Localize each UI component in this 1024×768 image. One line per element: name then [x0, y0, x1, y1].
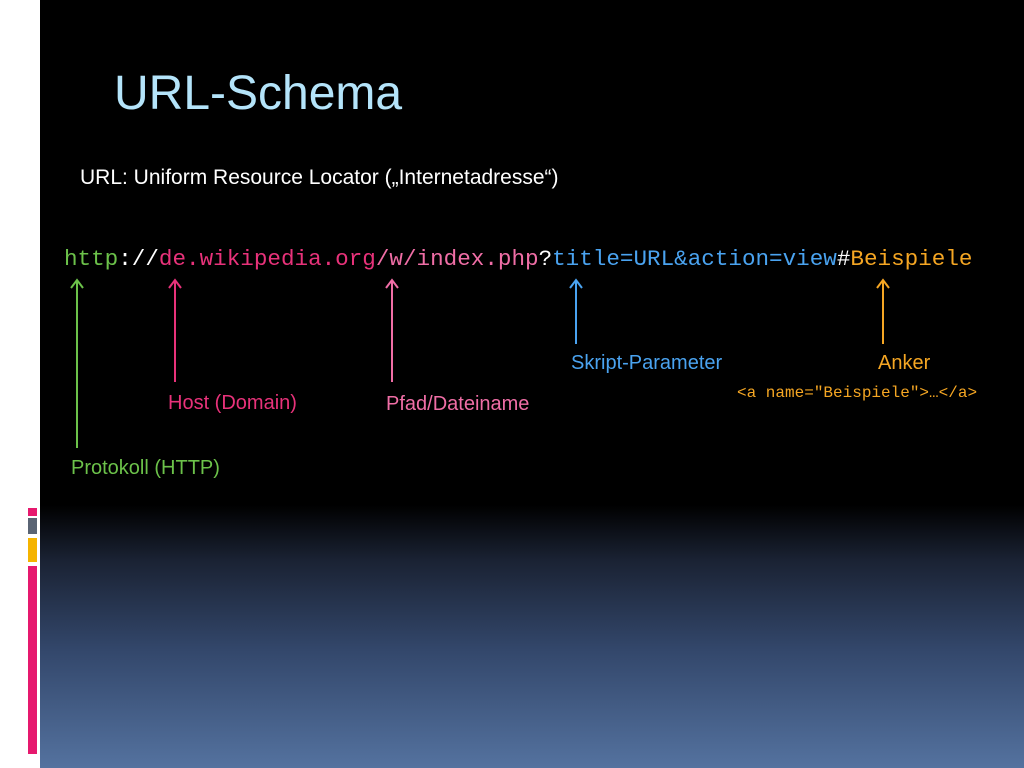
label-protocol: Protokoll (HTTP)	[71, 457, 220, 479]
label-anchor: Anker	[878, 352, 931, 374]
slide-subtitle: URL: Uniform Resource Locator („Internet…	[80, 166, 559, 189]
label-host: Host (Domain)	[168, 392, 297, 414]
accent-bar-pink-small	[28, 508, 37, 516]
arrow-path-icon	[385, 278, 399, 382]
arrow-protocol-icon	[70, 278, 84, 448]
accent-bar-yellow	[28, 538, 37, 562]
example-url: http://de.wikipedia.org/w/index.php?titl…	[64, 246, 972, 272]
accent-bar-gray	[28, 518, 37, 534]
url-separator-fragment: #	[836, 246, 851, 272]
url-path: /w/index.php	[375, 246, 539, 272]
arrow-params-icon	[569, 278, 583, 344]
url-separator-query: ?	[538, 246, 553, 272]
arrow-host-icon	[168, 278, 182, 382]
label-path: Pfad/Dateiname	[386, 393, 530, 415]
label-params: Skript-Parameter	[571, 352, 723, 374]
url-host: de.wikipedia.org	[158, 246, 376, 272]
arrow-anchor-icon	[876, 278, 890, 344]
url-protocol: http	[64, 246, 119, 272]
url-anchor: Beispiele	[850, 246, 973, 272]
url-params: title=URL&action=view	[552, 246, 837, 272]
slide-title: URL-Schema	[114, 67, 403, 120]
url-separator-scheme: ://	[118, 246, 159, 272]
anchor-html-code: <a name="Beispiele">…</a>	[737, 384, 978, 402]
accent-bar-pink-long	[28, 566, 37, 754]
